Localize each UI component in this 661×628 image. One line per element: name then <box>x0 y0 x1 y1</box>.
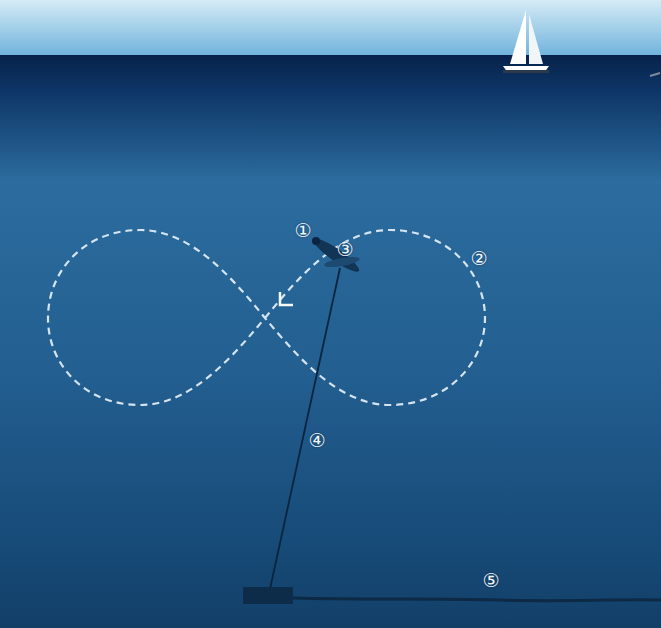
callout-number: ① <box>294 221 311 240</box>
seabed-cable <box>293 598 661 601</box>
sky <box>0 0 661 56</box>
callout-number: ④ <box>308 431 325 450</box>
callout-number: ② <box>470 249 487 268</box>
direction-arrow <box>280 292 293 305</box>
callout-number: ③ <box>336 240 353 259</box>
tether <box>270 268 340 589</box>
sea <box>0 55 661 628</box>
figure-eight-path <box>48 230 485 405</box>
callout-number: ⑤ <box>482 571 499 590</box>
distant-object <box>650 73 660 76</box>
kite <box>310 234 363 276</box>
sailboat <box>503 10 549 73</box>
foundation <box>243 587 293 604</box>
